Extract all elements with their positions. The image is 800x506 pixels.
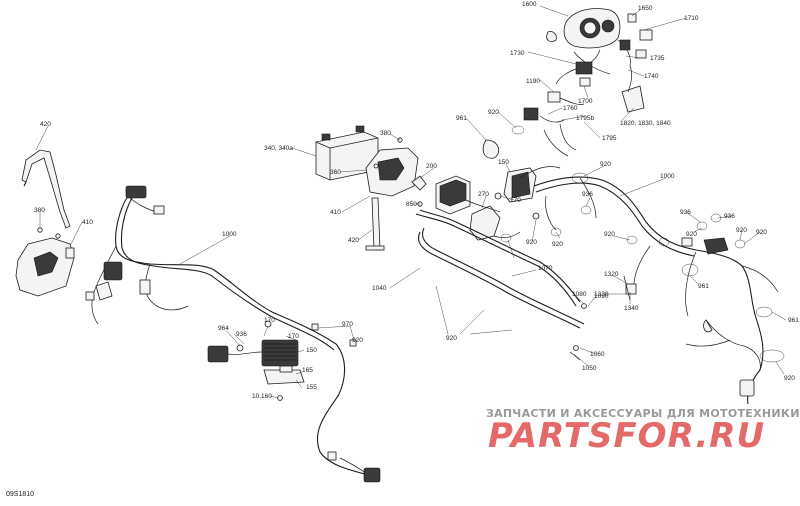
callout-label: 920: [736, 227, 747, 234]
callout-label: 920: [352, 337, 363, 344]
callout-label: 1700: [578, 98, 593, 105]
callout-label: 1000: [660, 173, 675, 180]
callout-label: 1190: [526, 78, 540, 85]
callout-label: 410: [330, 209, 341, 216]
callout-label: 155: [306, 384, 317, 391]
callout-label: 1730: [510, 50, 525, 57]
callout-label: 920: [784, 375, 795, 382]
callout-label: 1735: [650, 55, 665, 62]
callout-label: 961: [456, 115, 467, 122]
callout-label: 420: [40, 121, 51, 128]
callout-label: 920: [526, 239, 537, 246]
callout-label: 1760: [563, 105, 578, 112]
callout-label: 936: [724, 213, 735, 220]
callout-label: 1070: [538, 265, 553, 272]
callout-label: 920: [488, 109, 499, 116]
main-harness-left: [85, 185, 381, 483]
callout-label: 170: [288, 333, 299, 340]
callout-label: 410: [82, 219, 93, 226]
battery-cables: [415, 209, 587, 361]
callout-label: 920: [446, 335, 457, 342]
regulator-assembly: [207, 320, 357, 401]
callout-label: 1080: [572, 291, 587, 298]
callout-label: 1090: [594, 293, 609, 300]
callout-labels: 1600 1650 1710 1730 1735 1740 1190 1700 …: [34, 1, 799, 400]
callout-label: 1320: [604, 271, 619, 278]
callout-label: 920: [604, 231, 615, 238]
callout-label: 936: [582, 191, 593, 198]
callout-label: 936: [680, 209, 691, 216]
watermark: ЗАПЧАСТИ И АКСЕССУАРЫ ДЛЯ МОТОТЕХНИКИ PA…: [486, 407, 800, 456]
callout-label: 1650: [638, 5, 653, 12]
callout-label: 380: [380, 130, 391, 137]
callout-label: 920: [552, 241, 563, 248]
callout-label: 1820, 1830, 1840: [620, 120, 671, 127]
callout-label: 920: [756, 229, 767, 236]
callout-label: 936: [236, 331, 247, 338]
callout-label: 970: [342, 321, 353, 328]
callout-label: 1330: [594, 291, 609, 298]
leader-lines: [35, 5, 787, 399]
callout-label: 920: [600, 161, 611, 168]
callout-label: 1000: [222, 231, 237, 238]
callout-label: 10,160: [252, 393, 272, 400]
watermark-logo: PARTSFOR.RU: [488, 416, 765, 456]
callout-label: 360: [330, 169, 341, 176]
callout-label: 200: [426, 163, 437, 170]
callout-label: 1710: [684, 15, 699, 22]
callout-label: 964: [218, 325, 229, 332]
callout-label: 920: [686, 231, 697, 238]
center-electronics: [435, 167, 540, 241]
callout-label: 1740: [644, 73, 659, 80]
callout-label: 1795b: [576, 115, 594, 122]
callout-label: 1050: [582, 365, 597, 372]
callout-label: 1340: [624, 305, 639, 312]
callout-label: 850: [406, 201, 417, 208]
callout-label: 170: [510, 197, 521, 204]
callout-label: 340, 340a: [264, 145, 293, 152]
main-harness-right: [519, 166, 779, 405]
gauge-cluster-assembly: [523, 8, 653, 157]
callout-label: 165: [302, 367, 313, 374]
battery-assembly: [315, 125, 427, 251]
callout-label: 1600: [522, 1, 537, 8]
callout-label: 961: [698, 283, 709, 290]
callout-label: 961: [788, 317, 799, 324]
watermark-tagline: ЗАПЧАСТИ И АКСЕССУАРЫ ДЛЯ МОТОТЕХНИКИ: [486, 407, 800, 420]
callout-label: 150: [306, 347, 317, 354]
callout-label: 420: [348, 237, 359, 244]
callout-label: 150: [498, 159, 509, 166]
callout-label: 1060: [590, 351, 605, 358]
callout-label: 1795: [602, 135, 617, 142]
callout-label: 270: [478, 191, 489, 198]
callout-label: 170: [264, 317, 275, 324]
diagram-code: 09S1810: [6, 491, 34, 498]
callout-label: 1040: [372, 285, 387, 292]
callout-label: 380: [34, 207, 45, 214]
left-bracket-assembly: [15, 149, 75, 297]
